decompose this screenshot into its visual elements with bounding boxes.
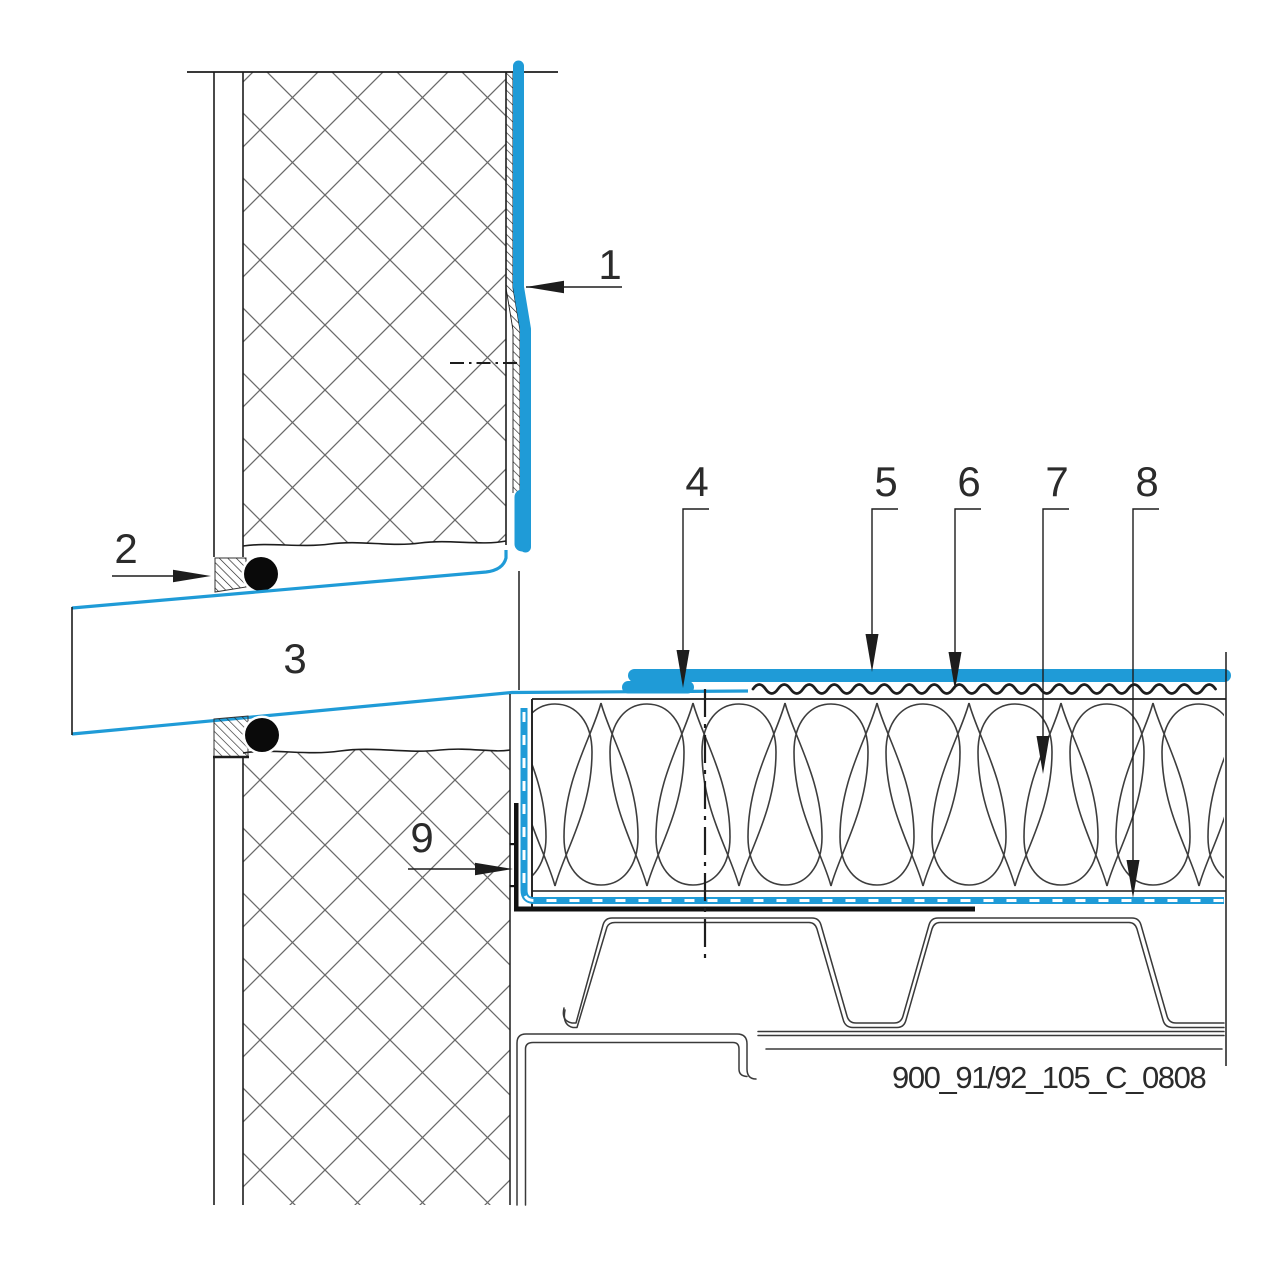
steel-deck-inner-line bbox=[563, 921, 1225, 1029]
callout-5: 5 bbox=[865, 458, 898, 672]
lower-wall-section bbox=[213, 694, 511, 1205]
callout-7-arrowhead bbox=[1036, 736, 1050, 774]
roof-assembly bbox=[509, 652, 1231, 1206]
callout-2-number: 2 bbox=[114, 525, 137, 572]
callout-6: 6 bbox=[948, 458, 981, 690]
membrane-fixing-rail bbox=[514, 803, 519, 911]
callout-9: 9 bbox=[408, 814, 513, 876]
roof-membrane-bar bbox=[628, 669, 1231, 682]
lower-wall-insulation-hatch bbox=[243, 750, 510, 1205]
fixing-rail-tick-upper bbox=[509, 843, 515, 846]
callout-9-number: 9 bbox=[410, 814, 433, 861]
steel-deck-outer-line bbox=[562, 917, 1225, 1024]
fixing-rail-tick-lower bbox=[509, 885, 515, 888]
callout-8-arrowhead bbox=[1126, 860, 1140, 898]
lower-wall-break-line bbox=[242, 748, 511, 754]
callout-9-arrowhead bbox=[475, 862, 513, 876]
callout-2: 2 bbox=[112, 525, 211, 583]
edge-trim-inner-line bbox=[524, 1041, 748, 1206]
callout-6-arrowhead bbox=[948, 652, 962, 690]
upper-wall-break-line bbox=[242, 540, 507, 547]
callout-8-number: 8 bbox=[1135, 458, 1158, 505]
lower-backer-rod bbox=[245, 718, 279, 752]
callout-7: 7 bbox=[1036, 458, 1069, 774]
callout-7-number: 7 bbox=[1045, 458, 1068, 505]
edge-angle bbox=[514, 906, 975, 912]
roof-insulation bbox=[532, 700, 1224, 889]
callout-3: 3 bbox=[283, 635, 306, 682]
upper-joint-seal bbox=[214, 554, 281, 594]
callout-1-number: 1 bbox=[598, 241, 621, 288]
callout-4: 4 bbox=[676, 458, 709, 688]
drawing-reference-code: 900_91/92_105_C_0808 bbox=[892, 1060, 1205, 1095]
callout-2-arrowhead bbox=[173, 569, 211, 583]
callout-4-number: 4 bbox=[685, 458, 708, 505]
callout-3-number: 3 bbox=[283, 635, 306, 682]
separation-layer-wavy-line bbox=[751, 683, 1217, 695]
upper-wall-insulation-hatch bbox=[243, 72, 506, 546]
callout-8: 8 bbox=[1126, 458, 1159, 898]
membrane-lap-strip bbox=[622, 681, 694, 694]
lower-joint-seal bbox=[213, 715, 282, 759]
callout-6-number: 6 bbox=[957, 458, 980, 505]
upper-backer-rod bbox=[244, 557, 278, 591]
callouts: 1 2 3 4 5 6 7 bbox=[112, 241, 1159, 898]
upper-wall-section bbox=[187, 60, 558, 557]
slab-top-membrane-line bbox=[71, 550, 508, 610]
upper-seal-block bbox=[214, 557, 247, 593]
callout-5-number: 5 bbox=[874, 458, 897, 505]
callout-4-arrowhead bbox=[676, 650, 690, 688]
wall-membrane bbox=[513, 60, 531, 553]
vapor-barrier-dashes bbox=[522, 712, 1224, 902]
callout-1-arrowhead bbox=[526, 280, 564, 294]
callout-5-arrowhead bbox=[865, 634, 879, 672]
edge-trim-outer-line bbox=[516, 1033, 757, 1206]
callout-1: 1 bbox=[526, 241, 622, 294]
